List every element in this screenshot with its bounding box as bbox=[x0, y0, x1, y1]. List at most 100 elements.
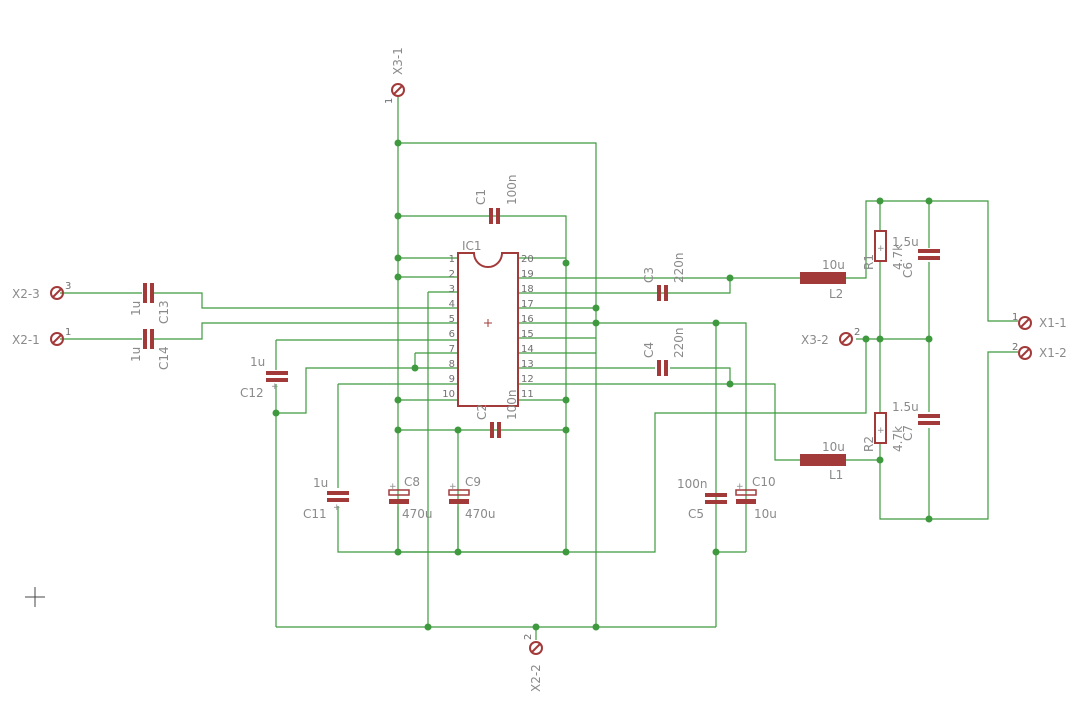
ic1-pin-right: 19 bbox=[521, 269, 534, 280]
ic1-pin-left: 1 bbox=[449, 254, 455, 265]
c5-value: 100n bbox=[677, 477, 708, 491]
resistor-r1[interactable]: + R1 4.7k bbox=[862, 230, 905, 270]
x3-2-pin: 2 bbox=[854, 327, 860, 338]
l1-name: L1 bbox=[829, 468, 843, 482]
x3-2-label: X3-2 bbox=[801, 333, 829, 347]
c8-plus: + bbox=[389, 482, 397, 492]
connector-x1-1[interactable]: X1-1 1 bbox=[1012, 312, 1067, 330]
x3-1-label: X3-1 bbox=[391, 47, 405, 75]
c13-value: 1u bbox=[129, 301, 143, 316]
r1-name: R1 bbox=[862, 254, 876, 270]
ic1-pin-right: 12 bbox=[521, 374, 534, 385]
c12-plus: + bbox=[271, 382, 279, 392]
c6-value: 1.5u bbox=[892, 235, 919, 249]
ic1-pin-right: 17 bbox=[521, 299, 534, 310]
x1-2-pin: 2 bbox=[1012, 342, 1018, 353]
c10-name: C10 bbox=[752, 475, 776, 489]
x2-2-label: X2-2 bbox=[529, 664, 543, 692]
x2-1-pin: 1 bbox=[65, 327, 71, 338]
c9-value: 470u bbox=[465, 507, 496, 521]
x3-1-pin: 1 bbox=[384, 98, 395, 104]
r2-value: 4.7k bbox=[891, 426, 905, 452]
crosshair-cursor-icon bbox=[25, 587, 45, 607]
r1-plus: + bbox=[877, 244, 885, 254]
c4-name: C4 bbox=[642, 342, 656, 358]
c4-value: 220n bbox=[672, 327, 686, 358]
ic1-pin-right: 20 bbox=[521, 254, 534, 265]
c14-value: 1u bbox=[129, 347, 143, 362]
c10-value: 10u bbox=[754, 507, 777, 521]
junctions bbox=[272, 139, 933, 631]
c3-value: 220n bbox=[672, 252, 686, 283]
x2-3-pin: 3 bbox=[65, 281, 71, 292]
ic1-pin-right: 11 bbox=[521, 389, 534, 400]
capacitor-c5[interactable]: 100n C5 bbox=[677, 477, 727, 521]
c8-value: 470u bbox=[402, 507, 433, 521]
connector-x2-3[interactable]: X2-3 3 bbox=[12, 281, 71, 301]
c11-plus: + bbox=[333, 503, 341, 513]
c7-value: 1.5u bbox=[892, 400, 919, 414]
x2-2-pin: 2 bbox=[523, 634, 534, 640]
ic1-pin-left: 10 bbox=[442, 389, 455, 400]
connector-x2-1[interactable]: X2-1 1 bbox=[12, 327, 71, 347]
ic1-pin-left: 7 bbox=[449, 344, 455, 355]
c1-value: 100n bbox=[505, 174, 519, 205]
c14-name: C14 bbox=[157, 346, 171, 370]
c6-name: C6 bbox=[901, 262, 915, 278]
connector-x3-2[interactable]: X3-2 2 bbox=[801, 327, 860, 347]
capacitor-c1[interactable]: C1 100n bbox=[474, 174, 519, 224]
l2-value: 10u bbox=[822, 258, 845, 272]
capacitor-c9[interactable]: + C9 470u bbox=[448, 475, 496, 521]
capacitor-c8[interactable]: + C8 470u bbox=[388, 475, 433, 521]
ic1-pin-right: 16 bbox=[521, 314, 534, 325]
inductor-l1[interactable]: 10u L1 bbox=[800, 440, 846, 482]
ic1-pin-right: 14 bbox=[521, 344, 534, 355]
capacitor-c11[interactable]: + 1u C11 bbox=[303, 476, 349, 521]
x1-2-label: X1-2 bbox=[1039, 346, 1067, 360]
ic1-pin-right: 15 bbox=[521, 329, 534, 340]
x1-1-pin: 1 bbox=[1012, 312, 1018, 323]
c1-name: C1 bbox=[474, 189, 488, 205]
r1-value: 4.7k bbox=[891, 244, 905, 270]
c7-name: C7 bbox=[901, 425, 915, 441]
c12-name: C12 bbox=[240, 386, 264, 400]
inductor-l2[interactable]: 10u L2 bbox=[800, 258, 846, 301]
ic1-pin-left: 4 bbox=[449, 299, 455, 310]
connector-x1-2[interactable]: X1-2 2 bbox=[1012, 342, 1067, 360]
capacitor-c10[interactable]: + C10 10u bbox=[735, 475, 777, 521]
resistor-r2[interactable]: + R2 4.7k bbox=[862, 412, 905, 452]
c2-value: 100n bbox=[505, 389, 519, 420]
capacitor-c12[interactable]: + 1u C12 bbox=[240, 355, 288, 400]
connector-x2-2[interactable]: X2-2 2 bbox=[523, 634, 543, 692]
capacitor-c14[interactable]: 1u C14 bbox=[129, 329, 171, 370]
c12-value: 1u bbox=[250, 355, 265, 369]
l1-value: 10u bbox=[822, 440, 845, 454]
c9-name: C9 bbox=[465, 475, 481, 489]
capacitor-c13[interactable]: 1u C13 bbox=[129, 283, 171, 324]
capacitor-c6[interactable]: 1.5u C6 bbox=[892, 235, 940, 278]
x1-1-label: X1-1 bbox=[1039, 316, 1067, 330]
c3-name: C3 bbox=[642, 267, 656, 283]
ic1-right-pins: 20 19 18 17 16 15 14 13 12 11 bbox=[521, 254, 534, 400]
x2-3-label: X2-3 bbox=[12, 287, 40, 301]
wires bbox=[60, 95, 1018, 640]
c8-name: C8 bbox=[404, 475, 420, 489]
ic1-pin-left: 6 bbox=[449, 329, 455, 340]
r2-plus: + bbox=[877, 426, 885, 436]
capacitor-c7[interactable]: 1.5u C7 bbox=[892, 400, 940, 441]
r2-name: R2 bbox=[862, 436, 876, 452]
capacitor-c3[interactable]: C3 220n bbox=[642, 252, 686, 301]
c11-name: C11 bbox=[303, 507, 327, 521]
capacitor-c2[interactable]: C2 100n bbox=[475, 389, 519, 438]
l2-name: L2 bbox=[829, 287, 843, 301]
c10-plus: + bbox=[736, 482, 744, 492]
connector-x3-1[interactable]: X3-1 1 bbox=[384, 47, 405, 104]
ic1-pin-left: 9 bbox=[449, 374, 455, 385]
c9-plus: + bbox=[449, 482, 457, 492]
capacitor-c4[interactable]: C4 220n bbox=[642, 327, 686, 376]
ic1-pin-right: 13 bbox=[521, 359, 534, 370]
ic1-pin-right: 18 bbox=[521, 284, 534, 295]
